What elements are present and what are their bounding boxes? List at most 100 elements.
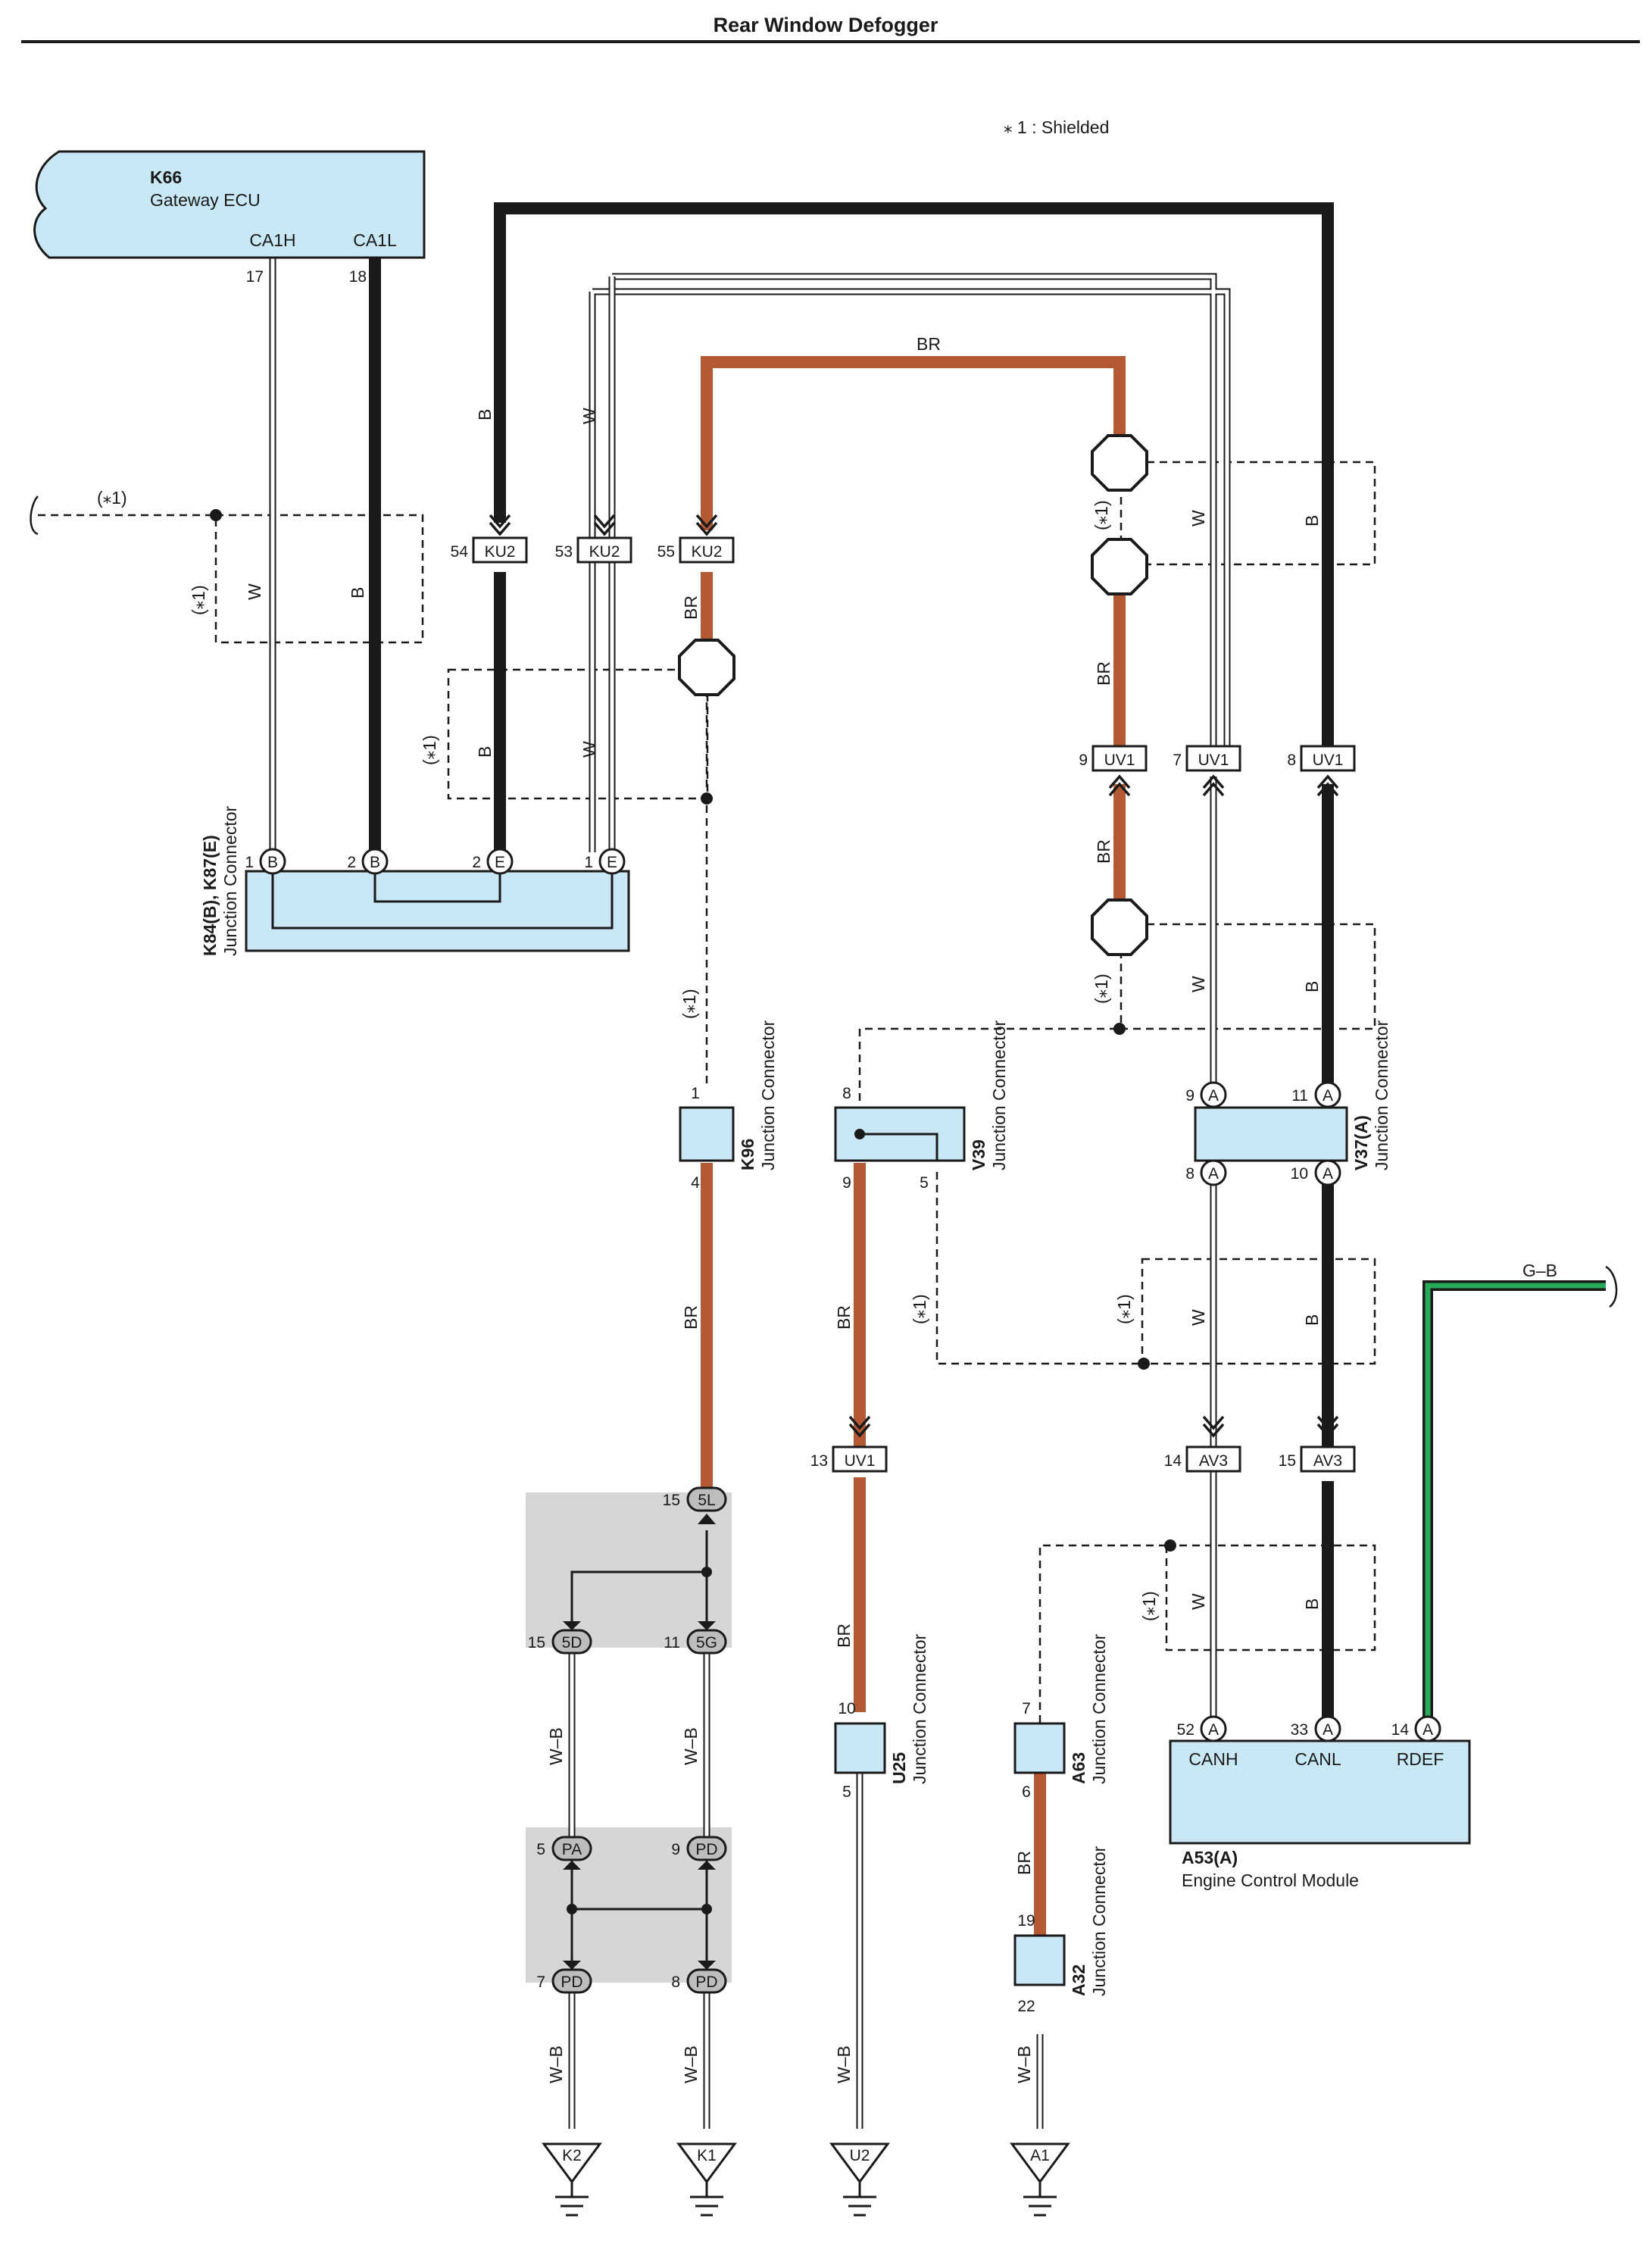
- svg-text:BR: BR: [1094, 661, 1113, 686]
- svg-text:Junction Connector: Junction Connector: [989, 1020, 1009, 1170]
- svg-text:W–B: W–B: [1014, 2045, 1034, 2083]
- connector-uv1-9: UV1 9: [1079, 745, 1148, 772]
- svg-text:W–B: W–B: [834, 2045, 854, 2083]
- svg-text:53: 53: [555, 543, 573, 561]
- shield-splices: [678, 434, 1148, 956]
- svg-text:A: A: [1323, 1721, 1333, 1739]
- svg-text:(⁎1): (⁎1): [97, 488, 127, 508]
- svg-text:B: B: [267, 854, 278, 871]
- svg-text:CA1L: CA1L: [353, 230, 397, 250]
- svg-text:BR: BR: [917, 334, 941, 354]
- svg-text:B: B: [475, 409, 495, 420]
- svg-text:U25: U25: [889, 1752, 909, 1784]
- connector-chevrons: [489, 514, 1339, 1438]
- inline-connectors: KU2 5 4 KU2 53 KU2 55 UV1 9 UV1 7 UV1 8: [451, 536, 1356, 1473]
- junction-connector-k96: 1 4 K96 Junction Connector: [679, 1020, 778, 1192]
- connector-uv1-13: UV1 13: [810, 1445, 888, 1473]
- shield-labels: (⁎1) (⁎1) (⁎1) (⁎1) (⁎1) (⁎1) (⁎1) (⁎1) …: [97, 488, 1159, 1621]
- svg-text:(⁎1): (⁎1): [189, 585, 208, 615]
- brown-wires: [701, 356, 1126, 1936]
- connector-uv1-7: UV1 7: [1173, 745, 1241, 772]
- svg-text:A: A: [1323, 1087, 1333, 1105]
- rdef-wire-inner: [1425, 1283, 1606, 1729]
- connector-ku2-53: KU2 53: [555, 536, 632, 564]
- svg-text:W: W: [1188, 1309, 1208, 1326]
- svg-text:4: 4: [691, 1174, 700, 1192]
- svg-text:V39: V39: [969, 1139, 988, 1170]
- shield-legend: ⁎ 1 : Shielded: [1004, 117, 1109, 137]
- junction-connector-a63: 7 6 A63 Junction Connector: [1013, 1633, 1109, 1801]
- svg-text:BR: BR: [1014, 1851, 1034, 1875]
- rdef-wire-outer: [1422, 1280, 1606, 1729]
- svg-text:UV1: UV1: [1104, 752, 1135, 769]
- svg-text:W: W: [579, 741, 599, 758]
- junction-connector-k84-k87: B B E E 1 2 2 1 K84(B), K87(E) Junction …: [200, 805, 630, 956]
- svg-text:B: B: [1302, 1314, 1322, 1326]
- svg-text:9: 9: [842, 1174, 851, 1192]
- svg-text:V37(A): V37(A): [1351, 1115, 1371, 1170]
- svg-text:(⁎1): (⁎1): [1139, 1591, 1159, 1621]
- pin-5d: 5D 15: [528, 1629, 592, 1655]
- svg-text:(⁎1): (⁎1): [679, 989, 699, 1019]
- svg-text:CANH: CANH: [1188, 1749, 1238, 1769]
- svg-text:G–B: G–B: [1522, 1261, 1557, 1280]
- svg-text:7: 7: [1173, 752, 1182, 769]
- svg-text:B: B: [1302, 981, 1322, 992]
- svg-text:W–B: W–B: [681, 2045, 701, 2083]
- shield-nodes: [210, 509, 1176, 1552]
- junction-connector-v39: 8 9 5 V39 Junction Connector: [834, 1020, 1009, 1192]
- svg-text:8: 8: [671, 1973, 680, 1991]
- harness-break-left: [30, 495, 39, 536]
- svg-text:PD: PD: [561, 1973, 582, 1991]
- svg-text:11: 11: [1291, 1087, 1308, 1105]
- white-wires: [269, 258, 1231, 2129]
- svg-text:K96: K96: [738, 1139, 757, 1170]
- svg-text:UV1: UV1: [1313, 752, 1344, 769]
- svg-text:BR: BR: [681, 1305, 701, 1330]
- connector-av3-15: AV3 15: [1279, 1445, 1356, 1473]
- svg-text:K1: K1: [697, 2147, 717, 2164]
- svg-text:W–B: W–B: [546, 2045, 566, 2083]
- svg-text:Junction Connector: Junction Connector: [220, 805, 240, 956]
- svg-text:5D: 5D: [562, 1634, 582, 1652]
- svg-text:22: 22: [1017, 1998, 1035, 2015]
- pin-5l: 5L 15: [663, 1486, 727, 1512]
- svg-text:55: 55: [657, 543, 675, 561]
- junction-bus: [570, 1530, 708, 1970]
- svg-text:W–B: W–B: [546, 1727, 566, 1765]
- svg-text:9: 9: [1079, 752, 1088, 769]
- black-wires: [369, 202, 1334, 1727]
- svg-text:UV1: UV1: [845, 1452, 876, 1470]
- svg-text:8: 8: [842, 1085, 851, 1102]
- svg-text:W: W: [1188, 1593, 1208, 1610]
- connector-av3-14: AV3 14: [1164, 1445, 1241, 1473]
- svg-text:KU2: KU2: [485, 543, 516, 561]
- svg-text:A: A: [1208, 1165, 1219, 1183]
- svg-text:BR: BR: [1094, 839, 1113, 864]
- harness-break-right: [1605, 1265, 1618, 1308]
- junction-connector-u25: 10 5 U25 Junction Connector: [834, 1633, 929, 1801]
- svg-text:A: A: [1208, 1721, 1219, 1739]
- svg-text:W: W: [1188, 510, 1208, 527]
- svg-text:BR: BR: [681, 595, 701, 620]
- svg-text:2: 2: [347, 854, 356, 871]
- svg-text:W: W: [579, 408, 599, 424]
- svg-text:14: 14: [1391, 1721, 1410, 1739]
- svg-text:17: 17: [246, 268, 264, 286]
- pin-pd-7: PD 7: [536, 1968, 592, 1994]
- pin-pd-8: PD 8: [671, 1968, 727, 1994]
- svg-text:Junction Connector: Junction Connector: [1089, 1845, 1109, 1996]
- junction-connector-v37: A A A A 9 11 8 10 V37(A) Junction Connec…: [1185, 1020, 1391, 1186]
- svg-text:5: 5: [920, 1174, 929, 1192]
- svg-text:W: W: [1188, 976, 1208, 992]
- svg-text:CANL: CANL: [1294, 1749, 1341, 1769]
- svg-text:14: 14: [1164, 1452, 1182, 1470]
- svg-text:5G: 5G: [696, 1634, 717, 1652]
- svg-text:U2: U2: [850, 2147, 870, 2164]
- svg-text:K2: K2: [562, 2147, 582, 2164]
- ground-k1: K1: [676, 2142, 737, 2217]
- svg-text:A: A: [1323, 1165, 1333, 1183]
- svg-text:KU2: KU2: [692, 543, 723, 561]
- wire-labels: B W BR W B BR B W W B BR BR W B BR BR W …: [245, 334, 1557, 2083]
